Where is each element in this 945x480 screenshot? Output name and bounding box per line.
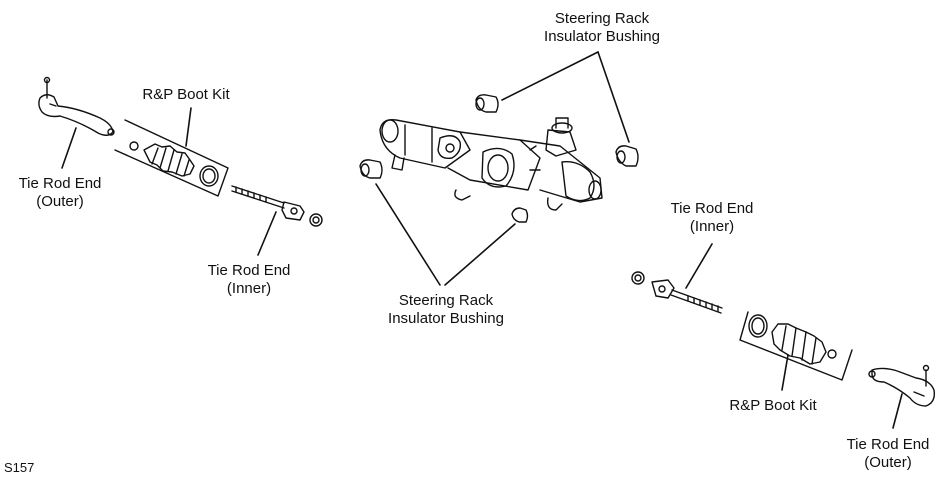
leader-lines xyxy=(61,51,903,429)
label-insulator-bushing-top: Steering Rack Insulator Bushing xyxy=(520,10,684,46)
label-line: (Inner) xyxy=(689,218,735,235)
label-line: (Outer) xyxy=(864,454,912,471)
label-tie-rod-end-outer-left: Tie Rod End (Outer) xyxy=(6,175,114,211)
label-line: Insulator Bushing xyxy=(388,310,504,327)
tie-rod-end-inner-left-part xyxy=(231,185,323,227)
steering-rack-housing xyxy=(379,117,603,211)
label-tie-rod-end-outer-right: Tie Rod End (Outer) xyxy=(834,436,942,472)
figure-code: S157 xyxy=(4,460,35,475)
label-line: Steering Rack xyxy=(398,292,494,309)
rp-boot-kit-right-part xyxy=(739,311,853,381)
tie-rod-end-inner-right-part xyxy=(631,271,723,314)
label-tie-rod-end-inner-right: Tie Rod End (Inner) xyxy=(658,200,766,236)
label-line: Insulator Bushing xyxy=(544,28,660,45)
label-line: Tie Rod End xyxy=(846,436,930,453)
label-line: (Inner) xyxy=(226,280,272,297)
label-line: Tie Rod End xyxy=(670,200,754,217)
label-rp-boot-kit-left: R&P Boot Kit xyxy=(142,86,230,103)
label-line: Tie Rod End xyxy=(207,262,291,279)
tie-rod-end-outer-right-part xyxy=(868,364,936,407)
label-line: Steering Rack xyxy=(554,10,650,27)
label-rp-boot-kit-right: R&P Boot Kit xyxy=(729,397,817,414)
label-line: Tie Rod End xyxy=(18,175,102,192)
rp-boot-kit-left-part xyxy=(114,119,229,197)
tie-rod-end-outer-left-part xyxy=(38,76,115,136)
label-line: (Outer) xyxy=(36,193,84,210)
label-insulator-bushing-bottom: Steering Rack Insulator Bushing xyxy=(364,292,528,328)
insulator-bushing-parts xyxy=(359,94,639,223)
label-tie-rod-end-inner-left: Tie Rod End (Inner) xyxy=(195,262,303,298)
